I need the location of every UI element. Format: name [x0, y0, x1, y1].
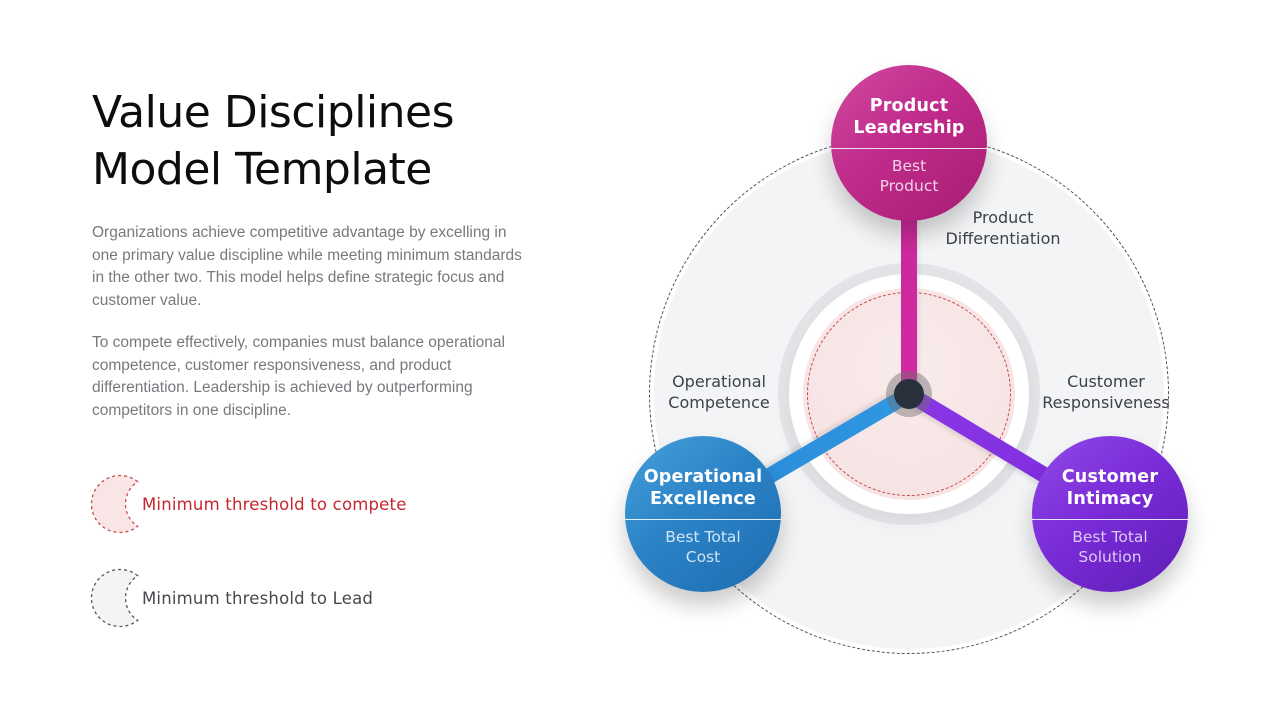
legend-item-compete: Minimum threshold to compete — [90, 473, 530, 535]
connector-product-leadership — [901, 186, 917, 396]
axis-label-product-differentiation: Product Differentiation — [945, 208, 1061, 248]
node-product-leadership-subtitle: Best Product — [879, 157, 939, 195]
intro-paragraph: Organizations achieve competitive advant… — [92, 224, 522, 309]
page-title: Value Disciplines Model Template — [92, 87, 455, 196]
legend-lead-label: Minimum threshold to Lead — [142, 588, 374, 608]
legend-item-lead: Minimum threshold to Lead — [90, 567, 530, 629]
crescent-lead-shape — [90, 568, 139, 628]
node-operational-excellence-divider — [625, 519, 781, 520]
node-customer-intimacy-divider — [1032, 519, 1188, 520]
node-customer-intimacy: Customer Intimacy Best Total Solution — [1032, 436, 1188, 592]
crescent-compete-shape — [90, 474, 139, 534]
crescent-compete-icon — [90, 474, 139, 534]
node-product-leadership-divider — [831, 148, 987, 149]
node-customer-intimacy-title: Customer Intimacy — [1061, 467, 1159, 509]
node-operational-excellence-subtitle: Best Total Cost — [665, 528, 741, 566]
node-product-leadership-title: Product Leadership — [853, 96, 965, 138]
crescent-lead-icon — [90, 568, 139, 628]
legend-compete-label: Minimum threshold to compete — [142, 494, 407, 514]
axis-label-customer-responsiveness: Customer Responsiveness — [1042, 372, 1170, 412]
detail-paragraph: To compete effectively, companies must b… — [92, 334, 505, 419]
node-customer-intimacy-subtitle: Best Total Solution — [1072, 528, 1148, 566]
node-operational-excellence: Operational Excellence Best Total Cost — [625, 436, 781, 592]
node-product-leadership: Product Leadership Best Product — [831, 65, 987, 221]
center-hub-dot — [894, 379, 924, 409]
node-operational-excellence-title: Operational Excellence — [643, 467, 763, 509]
axis-label-operational-competence: Operational Competence — [668, 372, 770, 412]
